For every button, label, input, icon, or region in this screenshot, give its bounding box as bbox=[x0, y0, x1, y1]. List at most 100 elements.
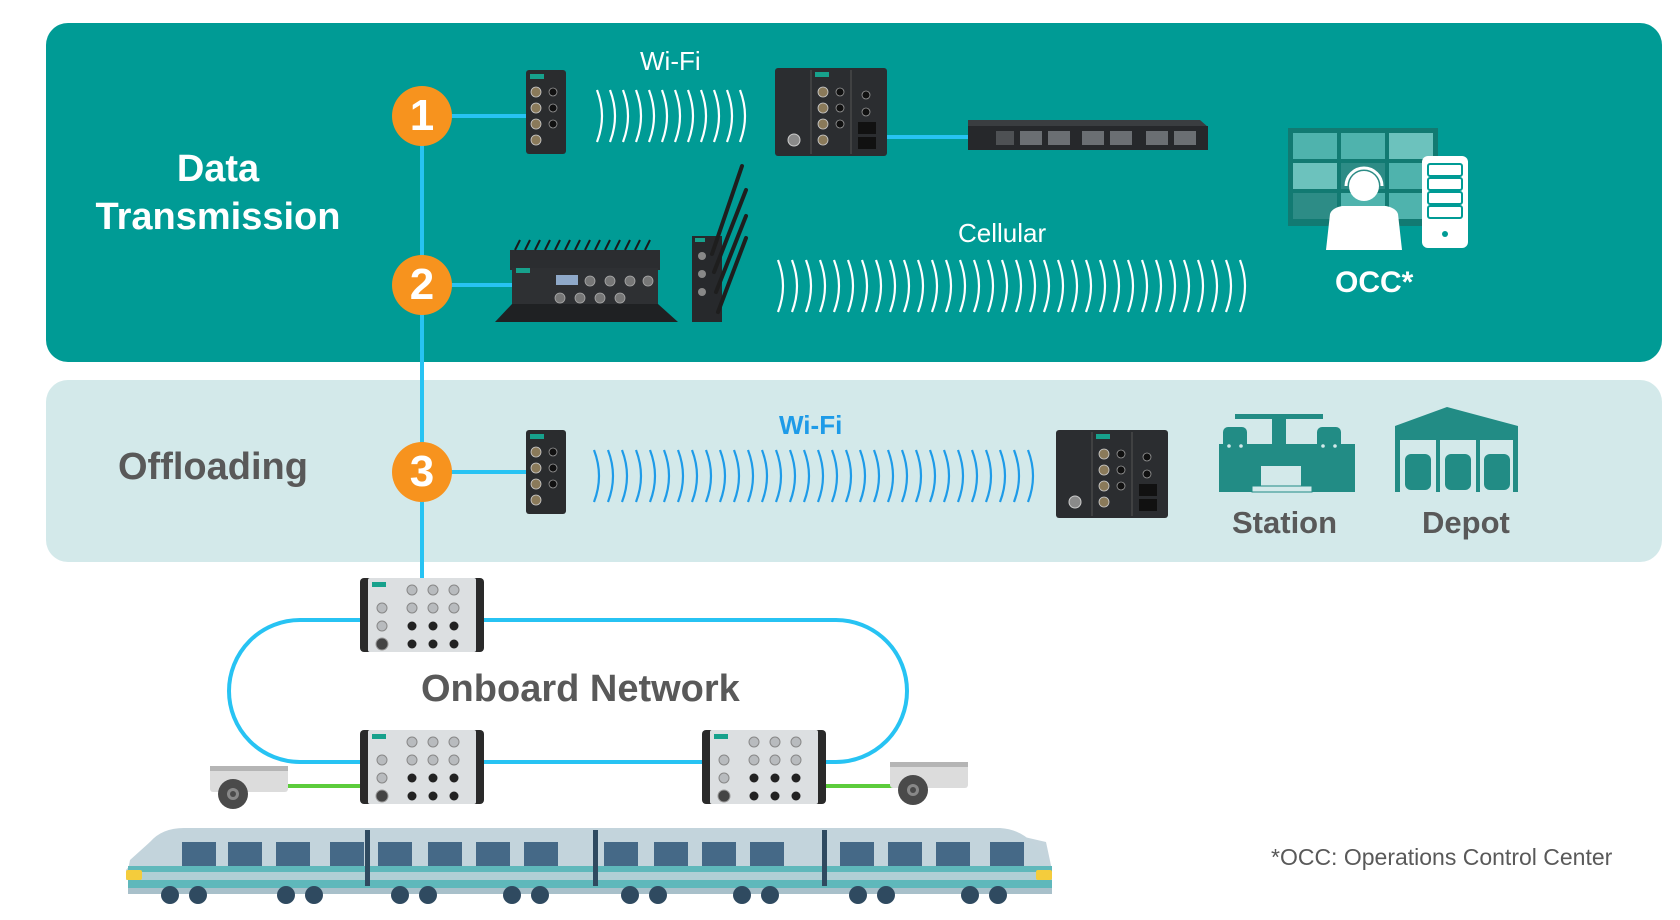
wave-arc bbox=[704, 449, 713, 503]
train-wheel bbox=[961, 886, 979, 904]
data-transmission-title-line1: Data bbox=[176, 148, 260, 190]
train-wheel bbox=[391, 886, 409, 904]
train-wheel bbox=[419, 886, 437, 904]
wave-arc bbox=[832, 259, 841, 313]
wave-arc bbox=[944, 259, 953, 313]
wave-arc bbox=[1084, 259, 1093, 313]
wave-arc bbox=[1168, 259, 1177, 313]
wave-arc bbox=[1042, 259, 1051, 313]
wave-arc bbox=[760, 449, 769, 503]
wave-arc bbox=[844, 449, 853, 503]
wave-arc bbox=[634, 449, 643, 503]
train-window bbox=[182, 842, 216, 866]
wave-arc bbox=[608, 89, 617, 143]
train bbox=[126, 828, 1052, 904]
wave-arc bbox=[818, 259, 827, 313]
train-window bbox=[702, 842, 736, 866]
train-wheel bbox=[277, 886, 295, 904]
trackside-access-point-1 bbox=[775, 68, 887, 156]
step-2-badge: 2 bbox=[392, 255, 452, 315]
offloading-title: Offloading bbox=[118, 446, 308, 488]
wave-arc bbox=[1026, 449, 1035, 503]
wave-arc bbox=[621, 89, 630, 143]
train-wheel bbox=[761, 886, 779, 904]
wave-arc bbox=[970, 449, 979, 503]
onboard-switch-bottom-right bbox=[702, 730, 826, 804]
wave-arc bbox=[858, 449, 867, 503]
train-wheel bbox=[621, 886, 639, 904]
train-window bbox=[654, 842, 688, 866]
wave-arc bbox=[676, 449, 685, 503]
train-window bbox=[476, 842, 510, 866]
train-wheel bbox=[531, 886, 549, 904]
wave-arc bbox=[1210, 259, 1219, 313]
train-window bbox=[750, 842, 784, 866]
wave-arc bbox=[928, 449, 937, 503]
wave-arc bbox=[872, 449, 881, 503]
wave-arc bbox=[776, 259, 785, 313]
wave-arc bbox=[1000, 259, 1009, 313]
wave-arc bbox=[1238, 259, 1247, 313]
train-wheel bbox=[503, 886, 521, 904]
wave-arc bbox=[647, 89, 656, 143]
wave-arc bbox=[972, 259, 981, 313]
train-window bbox=[428, 842, 462, 866]
wave-arc bbox=[595, 89, 604, 143]
wave-arc bbox=[592, 449, 601, 503]
onboard-network-title: Onboard Network bbox=[421, 668, 740, 710]
wave-arc bbox=[606, 449, 615, 503]
train-wheel bbox=[189, 886, 207, 904]
wave-arc bbox=[620, 449, 629, 503]
wifi-label-top: Wi-Fi bbox=[640, 46, 701, 76]
step-1-badge: 1 bbox=[392, 86, 452, 146]
cellular-waves bbox=[776, 259, 1247, 313]
wave-arc bbox=[1224, 259, 1233, 313]
onboard-ring bbox=[227, 618, 909, 764]
wave-arc bbox=[804, 259, 813, 313]
occ-icon bbox=[1288, 128, 1468, 250]
wireless-client-device-3 bbox=[526, 430, 566, 514]
train-window bbox=[378, 842, 412, 866]
train-window bbox=[524, 842, 558, 866]
occ-footnote: *OCC: Operations Control Center bbox=[1271, 844, 1613, 870]
data-transmission-title-line2: Transmission bbox=[95, 196, 341, 238]
wave-arc bbox=[732, 449, 741, 503]
wifi-waves-top bbox=[595, 89, 747, 143]
offloading-panel bbox=[46, 380, 1662, 562]
wave-arc bbox=[1012, 449, 1021, 503]
train-wheel bbox=[877, 886, 895, 904]
ip-camera-right bbox=[890, 762, 968, 805]
trackside-access-point-2 bbox=[1056, 430, 1168, 518]
train-window bbox=[888, 842, 922, 866]
wave-arc bbox=[686, 89, 695, 143]
wave-arc bbox=[1140, 259, 1149, 313]
wave-arc bbox=[998, 449, 1007, 503]
train-window bbox=[936, 842, 970, 866]
train-window bbox=[276, 842, 310, 866]
step-3-badge: 3 bbox=[392, 442, 452, 502]
occ-label: OCC* bbox=[1335, 266, 1414, 299]
wave-arc bbox=[1028, 259, 1037, 313]
train-window bbox=[228, 842, 262, 866]
wave-arc bbox=[673, 89, 682, 143]
wave-arc bbox=[774, 449, 783, 503]
train-wheel bbox=[161, 886, 179, 904]
wave-arc bbox=[1196, 259, 1205, 313]
wave-arc bbox=[830, 449, 839, 503]
cellular-router bbox=[692, 164, 748, 322]
wave-arc bbox=[662, 449, 671, 503]
train-window bbox=[990, 842, 1024, 866]
wave-arc bbox=[718, 449, 727, 503]
wave-arc bbox=[790, 259, 799, 313]
wave-arc bbox=[956, 449, 965, 503]
wave-arc bbox=[1112, 259, 1121, 313]
wave-arc bbox=[660, 89, 669, 143]
train-wheel bbox=[305, 886, 323, 904]
train-wheel bbox=[989, 886, 1007, 904]
wave-arc bbox=[958, 259, 967, 313]
wave-arc bbox=[900, 449, 909, 503]
wave-arc bbox=[746, 449, 755, 503]
train-wheel bbox=[649, 886, 667, 904]
wave-arc bbox=[984, 449, 993, 503]
